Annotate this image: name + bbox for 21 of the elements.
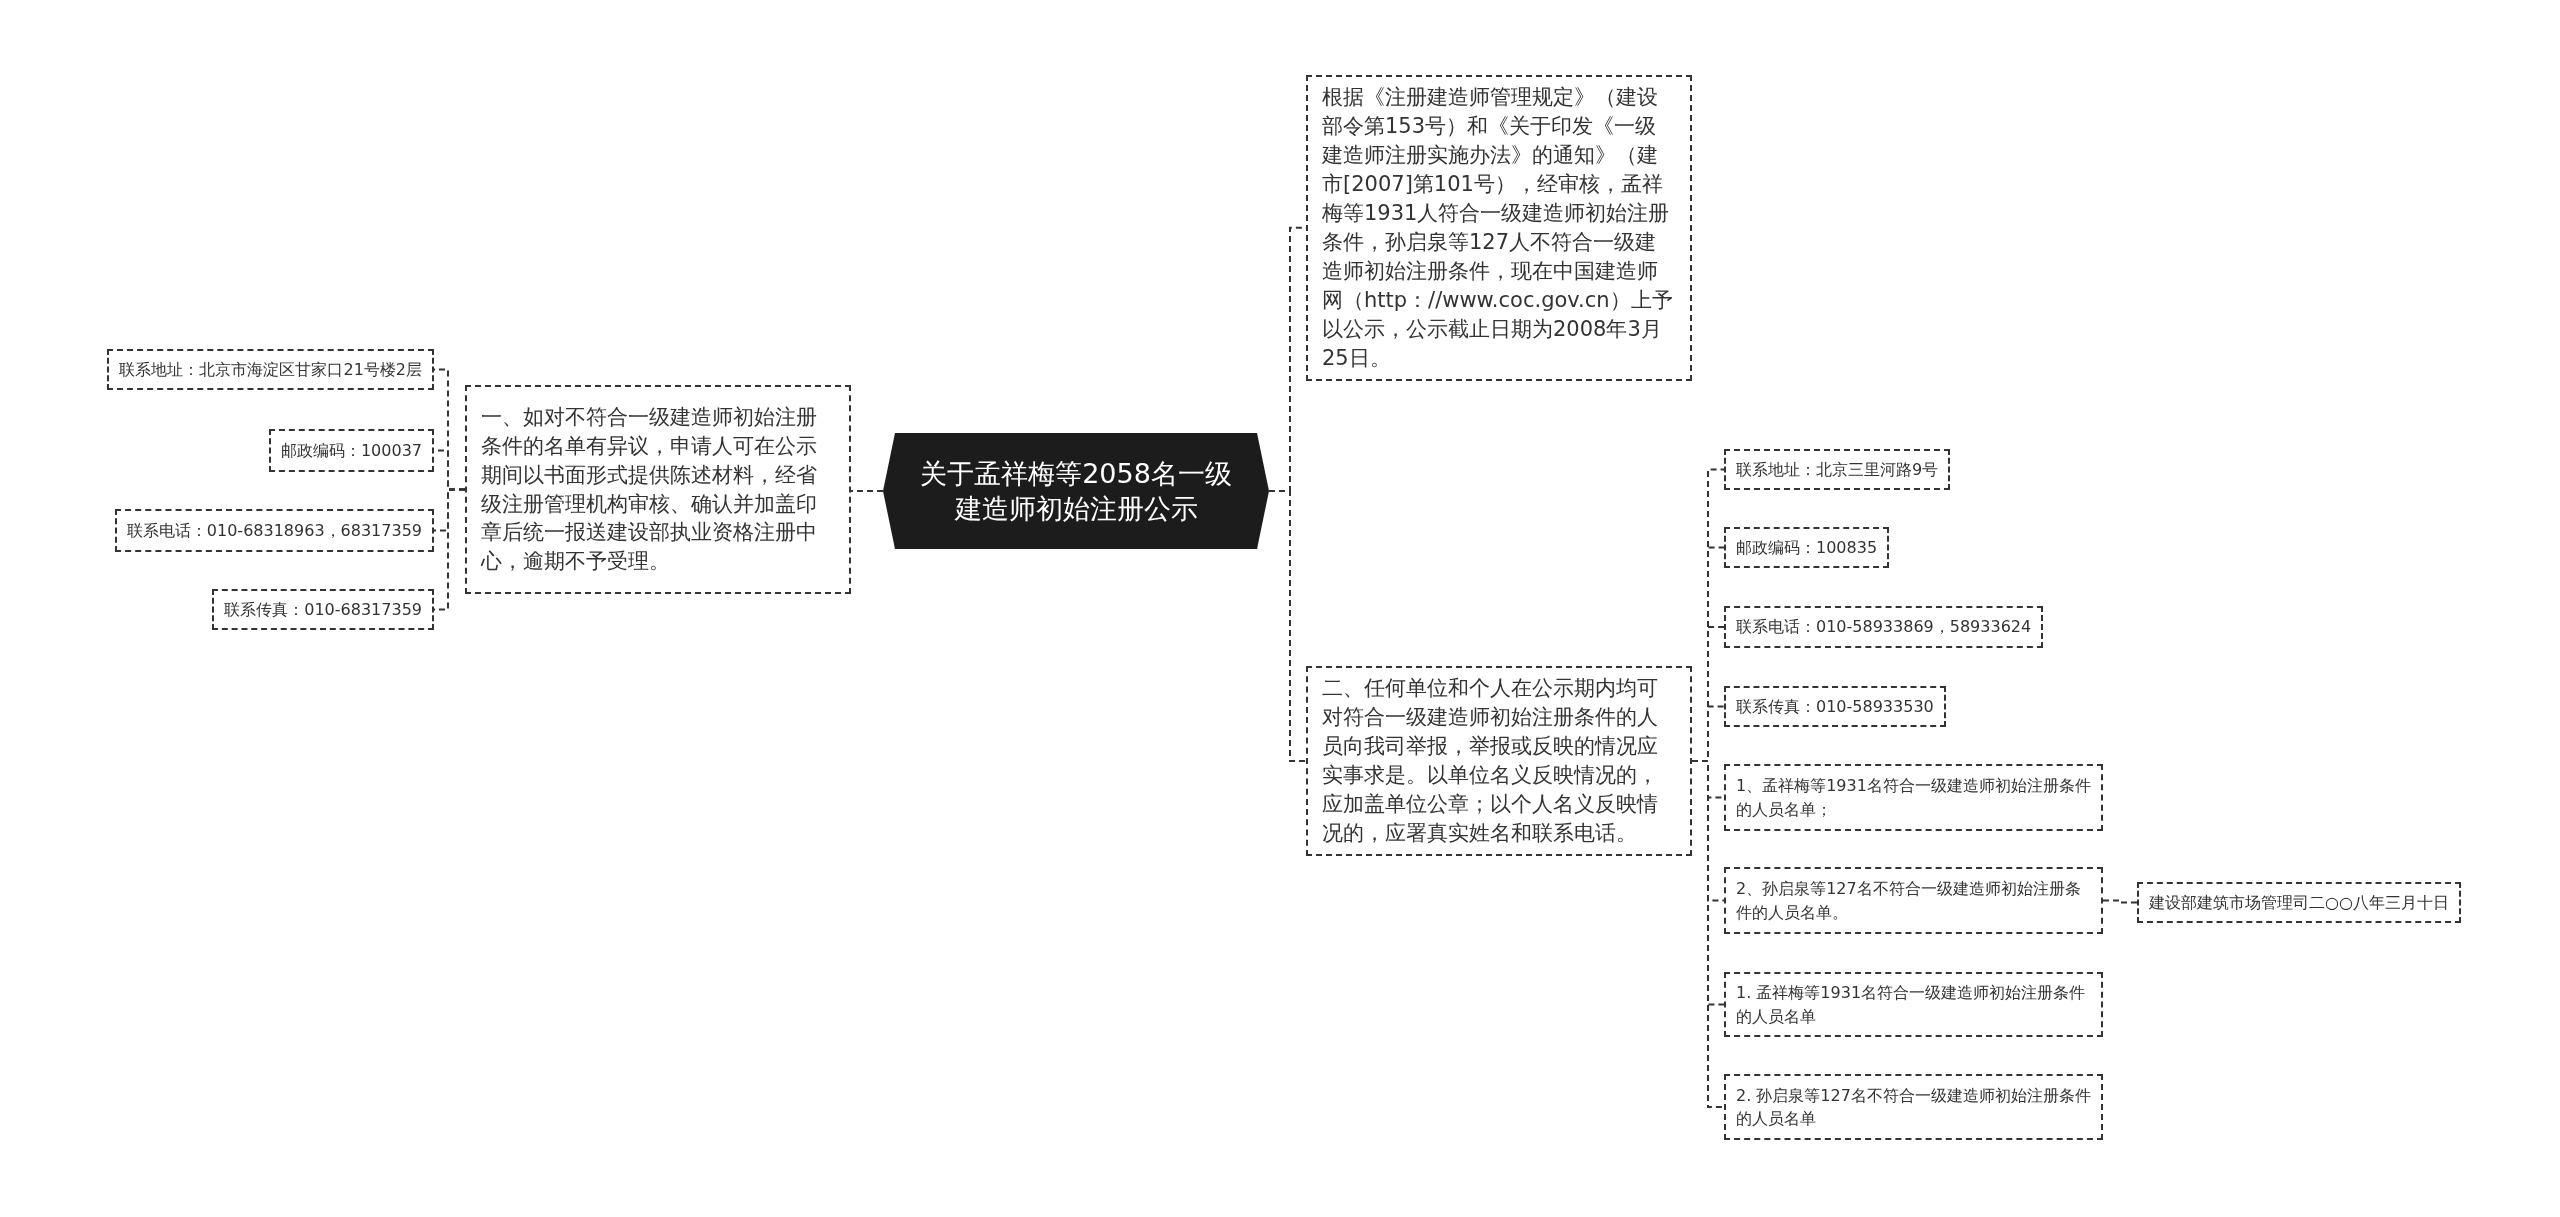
text-box: 2、孙启泉等127名不符合一级建造师初始注册条件的人员名单。 <box>1724 867 2103 934</box>
text-box: 1、孟祥梅等1931名符合一级建造师初始注册条件的人员名单； <box>1724 764 2103 831</box>
text-box: 根据《注册建造师管理规定》（建设部令第153号）和《关于印发《一级建造师注册实施办法》的通知》（建市[2007]第101号），经审核，孟祥梅等1931人符合一级建造师初始注册条件，孙启泉等127人不符合一级建造师初始注册条件，现在中国建造师网（http：//www.coc.gov.cn）上予以公示，公示截止日期为2008年3月25日。 <box>1306 75 1692 381</box>
text-box: 联系地址：北京市海淀区甘家口21号楼2层 <box>107 349 434 390</box>
text-box: 建设部建筑市场管理司二○○八年三月十日 <box>2137 882 2461 923</box>
connector-line <box>1691 759 1725 1108</box>
text-box: 邮政编码：100835 <box>1724 527 1890 568</box>
text-box: 1. 孟祥梅等1931名符合一级建造师初始注册条件的人员名单 <box>1724 972 2103 1037</box>
connector-line <box>2102 899 2138 904</box>
title-hexagon: 关于孟祥梅等2058名一级建造师初始注册公示 <box>883 433 1269 549</box>
connector-line <box>1268 490 1307 762</box>
text-box: 联系电话：010-58933869，58933624 <box>1724 606 2044 648</box>
text-box: 联系传真：010-68317359 <box>212 589 434 630</box>
text-box: 二、任何单位和个人在公示期内均可对符合一级建造师初始注册条件的人员向我司举报，举报或反映的情况应实事求是。以单位名义反映情况的，应加盖单位公章；以个人名义反映情况的，应署真实姓名和联系电话。 <box>1306 666 1692 856</box>
text-box: 2. 孙启泉等127名不符合一级建造师初始注册条件的人员名单 <box>1724 1074 2103 1140</box>
text-box: 一、如对不符合一级建造师初始注册条件的名单有异议，申请人可在公示期间以书面形式提供陈述材料，经省级注册管理机构审核、确认并加盖印章后统一报送建设部执业资格注册中心，逾期不予受理。 <box>465 385 851 594</box>
text-box: 联系电话：010-68318963，68317359 <box>114 509 434 552</box>
text-box: 联系传真：010-58933530 <box>1724 686 1946 727</box>
text-box: 联系地址：北京三里河路9号 <box>1724 449 1951 490</box>
text-box: 邮政编码：100037 <box>268 429 434 472</box>
connector-line <box>850 490 884 492</box>
